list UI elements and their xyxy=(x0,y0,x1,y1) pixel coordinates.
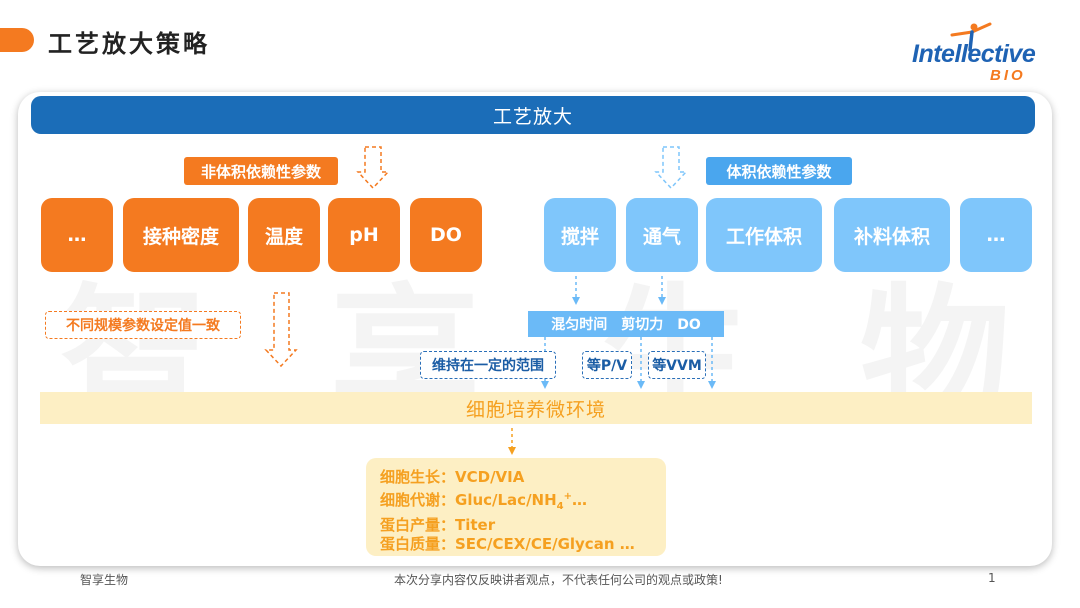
logo-subtext: BIO xyxy=(990,67,1026,84)
param-box-working-volume: 工作体积 xyxy=(706,198,822,272)
down-arrow-icon xyxy=(708,381,716,389)
protein-quality-line: 蛋白质量：SEC/CEX/CE/Glycan … xyxy=(380,535,635,553)
down-arrow-icon xyxy=(658,297,666,305)
param-box-agitation: 搅拌 xyxy=(544,198,616,272)
cell-growth-line: 细胞生长：VCD/VIA xyxy=(380,468,525,486)
param-box-aeration: 通气 xyxy=(626,198,698,272)
cell-metabolism-line: 细胞代谢：Gluc/Lac/NH4+… xyxy=(380,491,588,512)
protein-yield-line: 蛋白产量：Titer xyxy=(380,516,496,534)
param-box-do: DO xyxy=(410,198,482,272)
mixing-shear-do-bar: 混匀时间 剪切力 DO xyxy=(528,311,724,337)
down-arrow-icon xyxy=(356,146,390,190)
equal-pv-note: 等P/V xyxy=(582,351,632,379)
param-box-temperature: 温度 xyxy=(248,198,320,272)
down-arrow-icon xyxy=(654,146,688,190)
footer-company: 智享生物 xyxy=(80,573,129,587)
down-arrow-icon xyxy=(572,297,580,305)
param-box-seeding-density: 接种密度 xyxy=(123,198,239,272)
slide-title: 工艺放大策略 xyxy=(48,30,210,58)
down-arrow-icon xyxy=(508,447,516,455)
maintain-range-note: 维持在一定的范围 xyxy=(420,351,556,379)
outcome-box: 细胞生长：VCD/VIA 细胞代谢：Gluc/Lac/NH4+… 蛋白产量：Ti… xyxy=(366,458,666,556)
equal-vvm-note: 等VVM xyxy=(648,351,706,379)
non-volume-dependent-label: 非体积依赖性参数 xyxy=(184,157,338,185)
logo-wordmark: Intellective xyxy=(912,40,1036,68)
process-scale-up-banner: 工艺放大 xyxy=(31,96,1035,134)
footer-disclaimer: 本次分享内容仅反映讲者观点，不代表任何公司的观点或政策! xyxy=(394,573,723,587)
down-arrow-icon xyxy=(637,381,645,389)
cell-culture-microenvironment-bar: 细胞培养微环境 xyxy=(40,392,1032,424)
param-box-ph: pH xyxy=(328,198,400,272)
param-box-ellipsis: … xyxy=(960,198,1032,272)
param-box-ellipsis: … xyxy=(41,198,113,272)
down-arrow-icon xyxy=(264,292,298,368)
title-tab-marker xyxy=(0,28,34,52)
page-number: 1 xyxy=(988,571,996,585)
param-box-feed-volume: 补料体积 xyxy=(834,198,950,272)
same-setpoint-note: 不同规模参数设定值一致 xyxy=(45,311,241,339)
company-logo: Intellective BIO xyxy=(912,22,1047,84)
down-arrow-icon xyxy=(541,381,549,389)
volume-dependent-label: 体积依赖性参数 xyxy=(706,157,852,185)
logo-figure-icon xyxy=(950,22,992,52)
